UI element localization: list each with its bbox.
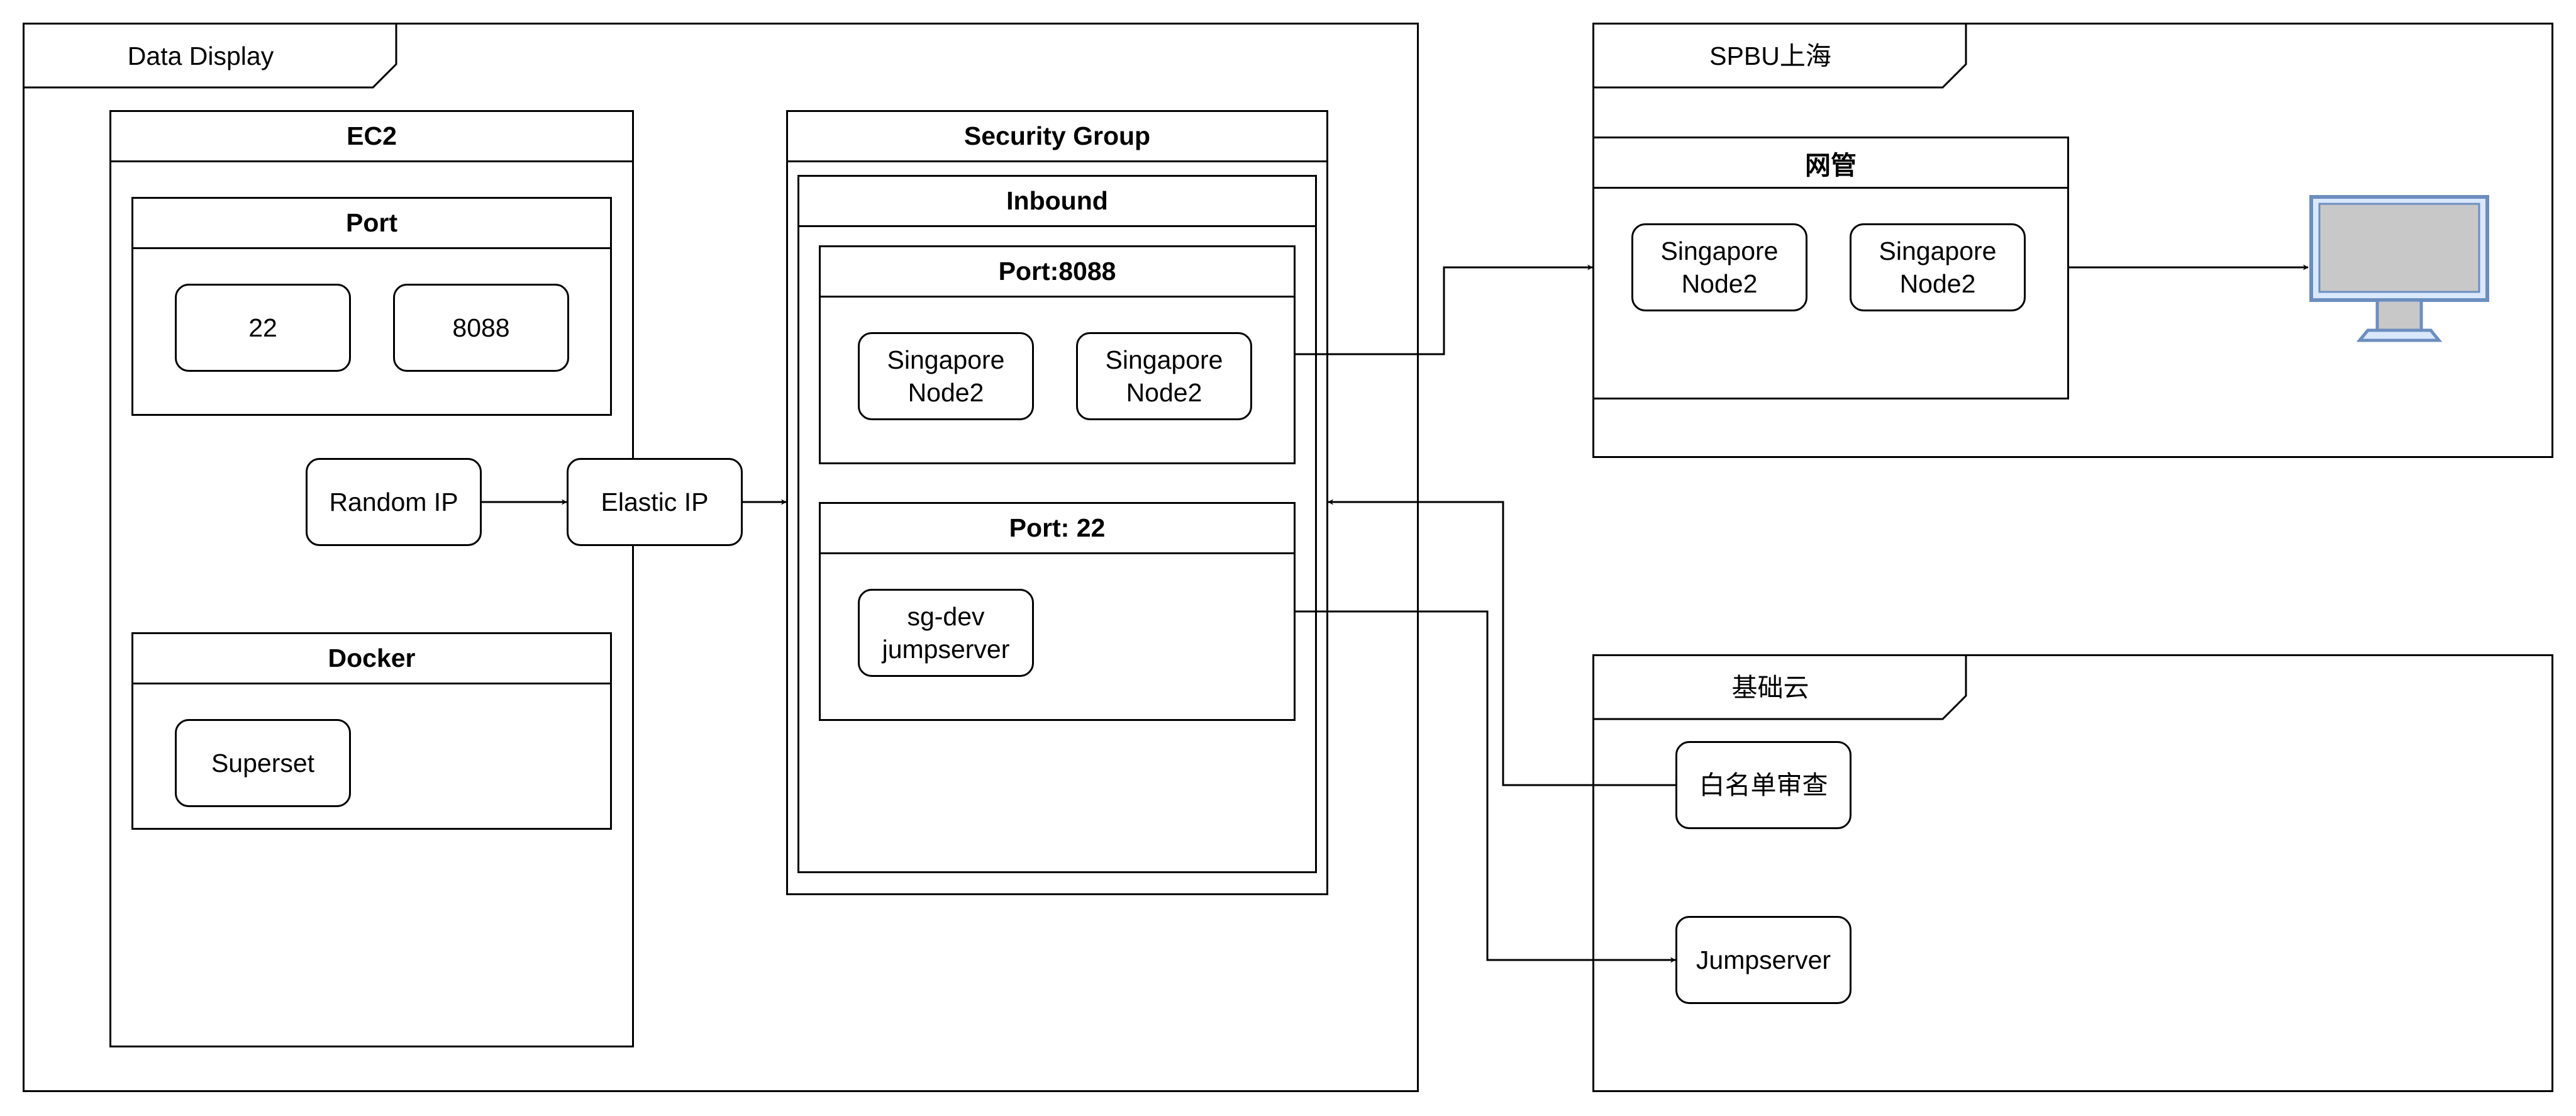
superset-node[interactable]: Superset [175, 719, 351, 807]
frame-tab [23, 23, 397, 89]
gateway-container: 网管 [1592, 137, 2069, 399]
sg-8088-node-1[interactable]: Singapore Node2 [858, 332, 1034, 420]
frame-base-cloud-label: 基础云 [1731, 673, 1809, 702]
frame-tab [1592, 23, 1967, 89]
port-node-22[interactable]: 22 [175, 284, 351, 372]
ec2-title: EC2 [111, 112, 632, 162]
monitor-icon [2309, 195, 2489, 342]
ec2-port-title: Port [133, 199, 610, 249]
frame-tab [1592, 654, 1967, 720]
port-8088-title: Port:8088 [821, 247, 1294, 298]
sg-dev-jumpserver-node[interactable]: sg-dev jumpserver [858, 589, 1034, 677]
gateway-title: 网管 [1594, 138, 2067, 189]
inbound-container: Inbound [797, 175, 1317, 873]
frame-base-cloud: 基础云 [1592, 654, 2553, 1092]
ec2-port-container: Port [131, 197, 612, 416]
port-22-title: Port: 22 [821, 504, 1294, 554]
sg-8088-node-2[interactable]: Singapore Node2 [1076, 332, 1252, 420]
port-22-container: Port: 22 [819, 502, 1296, 721]
jumpserver-node[interactable]: Jumpserver [1675, 916, 1852, 1004]
whitelist-review-node[interactable]: 白名单审查 [1675, 741, 1852, 829]
elastic-ip-node[interactable]: Elastic IP [567, 458, 743, 546]
gateway-node-1[interactable]: Singapore Node2 [1631, 223, 1807, 311]
frame-spbu-shanghai-label: SPBU上海 [1709, 42, 1831, 70]
random-ip-node[interactable]: Random IP [306, 458, 482, 546]
frame-data-display-label: Data Display [127, 42, 274, 70]
ec2-docker-title: Docker [133, 634, 610, 684]
inbound-title: Inbound [799, 177, 1315, 227]
ec2-container: EC2 [109, 110, 634, 1047]
security-group-title: Security Group [788, 112, 1326, 162]
gateway-node-2[interactable]: Singapore Node2 [1850, 223, 2026, 311]
port-node-8088[interactable]: 8088 [393, 284, 569, 372]
port-8088-container: Port:8088 [819, 245, 1296, 464]
security-group-container: Security Group [786, 110, 1328, 895]
ec2-docker-container: Docker [131, 632, 612, 830]
